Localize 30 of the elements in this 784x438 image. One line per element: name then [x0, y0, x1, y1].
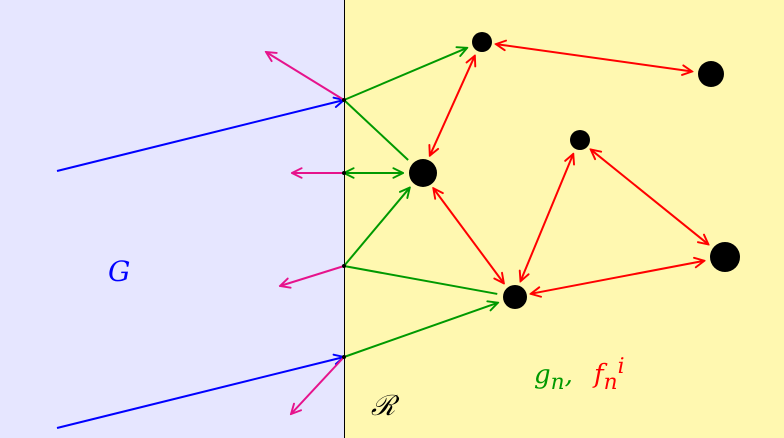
region-panel [0, 0, 344, 438]
arrow [279, 265, 344, 289]
arrow [344, 300, 499, 358]
particle-dot [472, 32, 492, 52]
arrow [343, 167, 404, 179]
arrow [432, 187, 505, 284]
arrow [290, 356, 345, 415]
arrow [428, 54, 476, 157]
arrow [265, 51, 345, 101]
arrow [494, 40, 694, 76]
boundary-point [342, 171, 346, 175]
arrow [344, 46, 468, 101]
arrow [518, 152, 575, 282]
region-label: G [108, 258, 130, 286]
boundary-point [342, 355, 346, 359]
symbol-label: g$_{n}$, [534, 362, 573, 394]
particle-dot [698, 61, 724, 87]
particle-dot [570, 130, 590, 150]
arrow [343, 186, 411, 267]
particle-dot [710, 242, 740, 272]
arrow [530, 256, 706, 298]
boundary-point [342, 98, 346, 102]
particle-dot [409, 159, 437, 187]
arrow [56, 354, 345, 429]
arrow [56, 96, 345, 172]
boundary-point [342, 264, 346, 268]
particle-dot [503, 285, 527, 309]
region-panel [344, 0, 784, 438]
arrow [590, 148, 710, 246]
arrow [291, 167, 344, 179]
